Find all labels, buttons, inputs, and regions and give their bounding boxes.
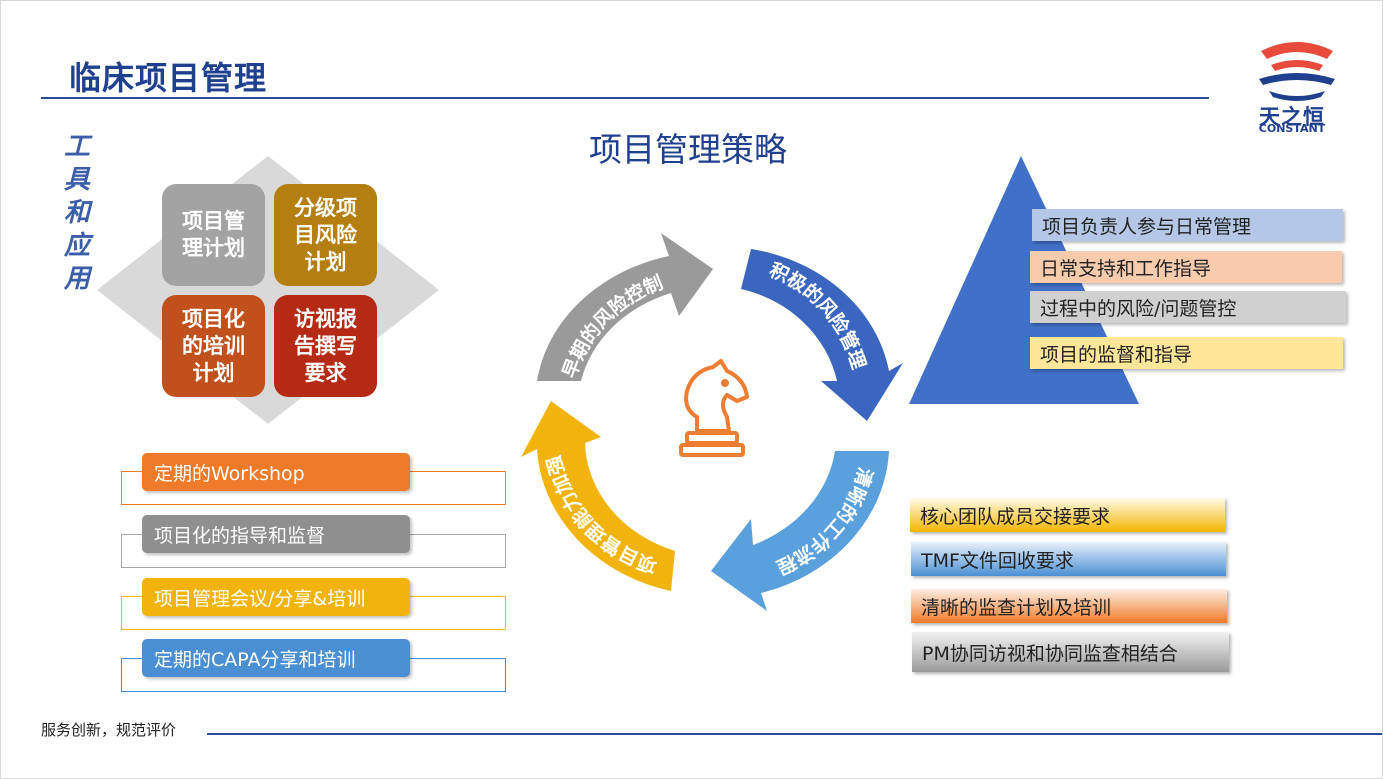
footer-slogan: 服务创新，规范评价 — [41, 721, 177, 739]
arrow-pm-capability — [521, 401, 675, 591]
tile-training-plan: 项目化 的培训 计划 — [162, 295, 265, 397]
chess-knight-icon — [679, 359, 749, 457]
tile-project-plan: 项目管 理计划 — [162, 184, 265, 286]
tile-risk-plan: 分级项 目风险 计划 — [274, 184, 377, 286]
arrow-early-risk-control — [537, 233, 713, 381]
requirement-monitoring-plan: 清晰的监查计划及培训 — [911, 589, 1227, 623]
bar-meeting: 项目管理会议/分享&培训 — [142, 578, 410, 616]
title-underline — [41, 97, 1209, 99]
logo-name: 天之恒 — [1259, 105, 1325, 129]
arrow-clear-workflow — [711, 451, 889, 611]
diamond-background — [97, 156, 439, 424]
logo-icon — [1259, 42, 1335, 101]
footer-line — [207, 733, 1382, 735]
arrow-active-risk-management — [741, 249, 903, 421]
bar-capa: 定期的CAPA分享和培训 — [142, 639, 410, 677]
logo-english: CONSTANT — [1258, 122, 1326, 135]
requirement-co-monitoring: PM协同访视和协同监查相结合 — [912, 632, 1229, 672]
pyramid-item-2: 日常支持和工作指导 — [1030, 251, 1342, 283]
bar-workshop: 定期的Workshop — [142, 453, 410, 491]
tools-vertical-label: 工具和应用 — [63, 132, 90, 294]
pyramid-item-3: 过程中的风险/问题管控 — [1030, 291, 1346, 323]
pyramid-item-1: 项目负责人参与日常管理 — [1032, 209, 1343, 241]
requirement-handover: 核心团队成员交接要求 — [910, 498, 1225, 532]
bar-guidance: 项目化的指导和监督 — [142, 515, 410, 553]
requirement-tmf: TMF文件回收要求 — [911, 542, 1226, 576]
strategy-cycle: 早期的风险控制 积极的风险管理 清晰的工作流程 项目管理能力加强 — [521, 233, 903, 611]
page-title: 临床项目管理 — [69, 59, 268, 97]
strategy-title: 项目管理策略 — [589, 130, 787, 169]
pyramid-item-4: 项目的监督和指导 — [1030, 337, 1343, 369]
tile-visit-report: 访视报 告撰写 要求 — [274, 295, 377, 397]
